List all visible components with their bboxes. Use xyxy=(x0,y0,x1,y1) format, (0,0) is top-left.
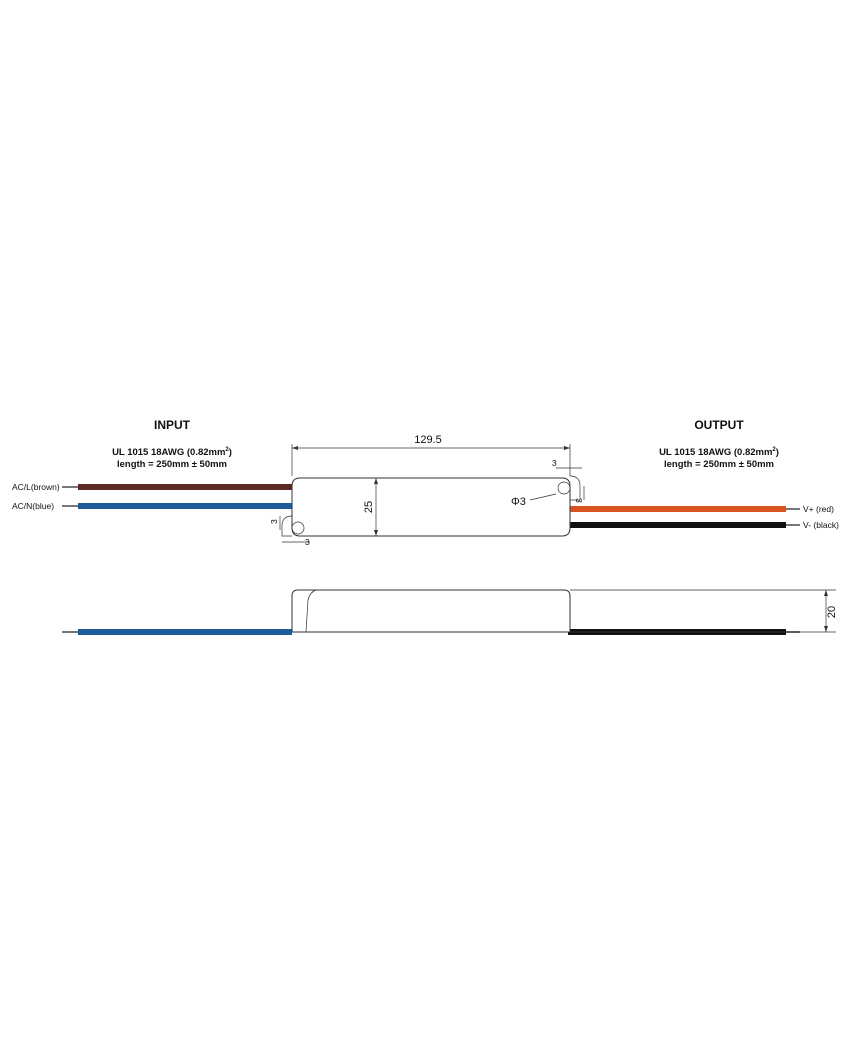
mount-hole-right xyxy=(557,481,571,495)
mount-ear-right xyxy=(569,475,581,501)
wire-brown xyxy=(78,484,292,490)
dim-width: 25 xyxy=(363,501,375,513)
wire-blue-top xyxy=(78,503,292,509)
wire-l-label: AC/L(brown) xyxy=(12,482,60,492)
dim-hole: Φ3 xyxy=(511,496,526,508)
dim-hole-offset-b: 3 xyxy=(574,498,584,503)
case-top-view xyxy=(291,477,571,537)
case-side-view xyxy=(291,589,571,633)
dim-height: 20 xyxy=(826,606,838,618)
dim-length: 129.5 xyxy=(414,434,442,446)
output-spec-line2: length = 250mm ± 50mm xyxy=(664,459,774,470)
input-spec-line2: length = 250mm ± 50mm xyxy=(117,459,227,470)
wire-red xyxy=(568,506,786,512)
wire-neg-label: V- (black) xyxy=(803,520,839,530)
wire-black-top xyxy=(568,522,786,528)
case-side-step xyxy=(305,589,317,633)
dim-hole-offset-a: 3 xyxy=(552,458,557,468)
mount-ear-left xyxy=(281,515,293,537)
wire-blue-side xyxy=(78,629,292,635)
dim-hole-offset-d: 3 xyxy=(305,537,310,547)
wire-n-label: AC/N(blue) xyxy=(12,501,54,511)
output-title: OUTPUT xyxy=(694,418,744,432)
dim-hole-offset-c: 3 xyxy=(269,519,279,524)
mount-hole-left xyxy=(291,521,305,535)
output-spec-line1: UL 1015 18AWG (0.82mm2) xyxy=(659,447,779,458)
input-title: INPUT xyxy=(154,418,191,432)
input-spec-line1: UL 1015 18AWG (0.82mm2) xyxy=(112,447,232,458)
wire-pos-label: V+ (red) xyxy=(803,504,834,514)
